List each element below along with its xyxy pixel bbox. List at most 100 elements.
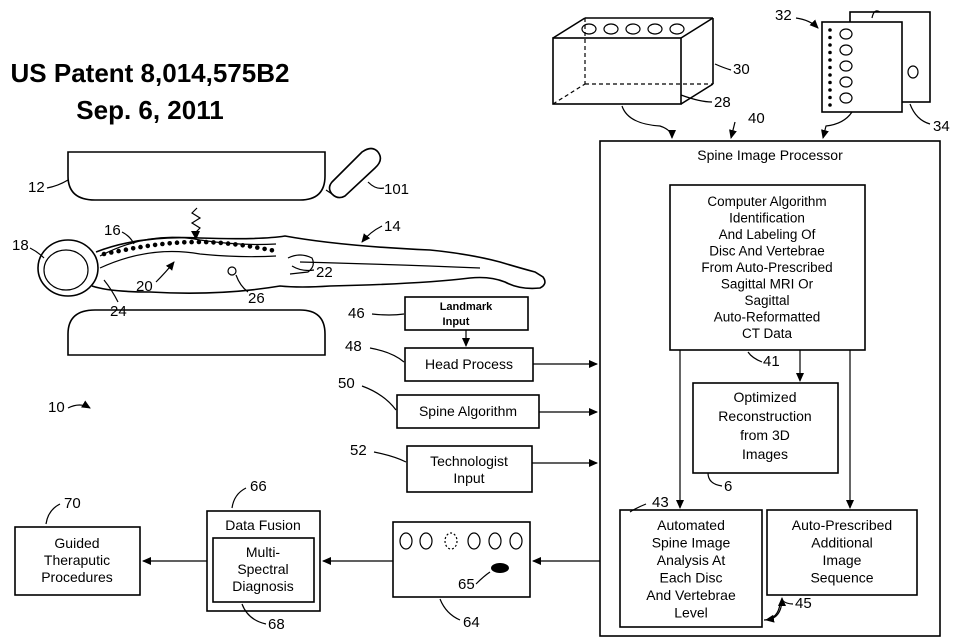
arrow-32: [795, 17, 819, 29]
leader-16: [121, 231, 135, 245]
ref-34: 34: [933, 118, 950, 135]
leader-68: [241, 603, 267, 625]
patent-number: US Patent 8,014,575B2: [11, 58, 290, 88]
technologist-input-label-2: Input: [453, 470, 484, 486]
ca-text-line: Sagittal MRI Or: [721, 277, 814, 292]
ref-26: 26: [248, 290, 265, 307]
stack-dot: [828, 65, 832, 70]
leader-45: [781, 599, 794, 605]
spine-vertebrae-16: [99, 236, 277, 269]
vertebra-dot: [123, 247, 129, 252]
leader-48: [369, 347, 405, 363]
ca-text-line: CT Data: [742, 326, 793, 341]
vertebra-dot: [138, 244, 143, 250]
ref-52: 52: [350, 442, 367, 459]
technologist-input-label-1: Technologist: [430, 453, 508, 469]
opt-text-line: Reconstruction: [718, 408, 811, 424]
computer-algorithm-box: [669, 184, 866, 351]
spine-image-processor-label: Spine Image Processor: [697, 147, 843, 163]
guided-label-1: Guided: [54, 535, 99, 551]
leader-26: [235, 274, 249, 293]
ref-24: 24: [110, 303, 127, 320]
ref-65: 65: [458, 576, 475, 593]
vertebra-dot: [225, 241, 231, 246]
vertebra-dot: [116, 248, 121, 254]
auto-text-line: Analysis At: [657, 552, 726, 568]
spine-image-processor: [599, 140, 941, 637]
scanner-top-12: [67, 151, 326, 201]
signal-zigzag: [190, 207, 202, 234]
stack-dot: [828, 35, 832, 40]
auto-text-line: Level: [674, 605, 707, 621]
optimized-reconstruction-box: [692, 382, 839, 474]
vertebra-dot: [218, 240, 224, 246]
vertebra-dot: [101, 251, 107, 257]
image-volume-28-30: [552, 17, 714, 105]
vertebra-dot: [240, 243, 245, 248]
ref-18: 18: [12, 237, 29, 254]
ca-text-line: Computer Algorithm: [707, 194, 826, 209]
leader-34: [909, 103, 931, 125]
vertebra-dot: [145, 243, 151, 249]
ref-46: 46: [348, 305, 365, 322]
ref-12: 12: [28, 179, 45, 196]
multi-spectral-label-3: Diagnosis: [232, 578, 293, 594]
head-process-label: Head Process: [425, 356, 513, 372]
ca-text-line: Identification: [729, 211, 805, 226]
ref-48: 48: [345, 338, 362, 355]
leader-24: [103, 279, 119, 303]
multi-spectral-label-2: Spectral: [237, 561, 288, 577]
leader-46: [371, 313, 405, 316]
arrow-loop-back: [765, 603, 781, 623]
vertebra-dot: [189, 239, 194, 245]
vertebra-dot: [233, 242, 238, 247]
ref-32: 32: [775, 7, 792, 24]
auto-prescribed-box: [766, 509, 918, 596]
ref-6: 6: [724, 478, 732, 495]
leader-41: [747, 351, 763, 363]
stack-dot: [828, 28, 832, 32]
vertebra-dot: [160, 241, 165, 247]
ref-41: 41: [763, 353, 780, 370]
data-fusion-label: Data Fusion: [225, 517, 300, 533]
ref-50: 50: [338, 375, 355, 392]
opt-text-line: Optimized: [733, 389, 796, 405]
stack-dot: [828, 103, 832, 107]
stack-dot: [828, 95, 832, 100]
opt-text-line: Images: [742, 446, 788, 462]
vertebra-dot: [182, 240, 187, 245]
multi-spectral-label-1: Multi-: [246, 544, 281, 560]
ca-text-line: From Auto-Prescribed: [701, 260, 832, 275]
stack-dot: [828, 58, 832, 62]
guided-label-2: Theraputic: [44, 552, 110, 568]
guided-label-3: Procedures: [41, 569, 113, 585]
auto-text-line: And Vertebrae: [646, 587, 736, 603]
auto-text-line: Automated: [657, 517, 725, 533]
image-stack-32-34: [821, 10, 931, 113]
stack-dot: [828, 80, 832, 85]
ref-68: 68: [268, 616, 285, 633]
ap-text-line: Auto-Prescribed: [792, 517, 892, 533]
scanner-bottom: [67, 309, 326, 356]
ref-70: 70: [64, 495, 81, 512]
stack-dot: [828, 73, 832, 77]
ca-text-line: Auto-Reformatted: [714, 310, 821, 325]
ref-10: 10: [48, 399, 65, 416]
arrow-14: [361, 225, 383, 243]
auto-text-line: Each Disc: [659, 570, 722, 586]
auto-text-line: Spine Image: [652, 535, 731, 551]
ca-text-line: Disc And Vertebrae: [709, 244, 825, 259]
vertebra-dot: [152, 242, 158, 248]
vertebra-dot: [109, 250, 114, 255]
ref-14: 14: [384, 218, 401, 235]
ref-16: 16: [104, 222, 121, 239]
technologist-input-box: [406, 445, 533, 493]
stack-dot: [828, 88, 832, 92]
vertebra-dot: [203, 239, 209, 245]
patient-body-14: [37, 235, 546, 297]
ca-text-line: Sagittal: [744, 293, 789, 308]
vertebra-dot: [247, 244, 253, 249]
